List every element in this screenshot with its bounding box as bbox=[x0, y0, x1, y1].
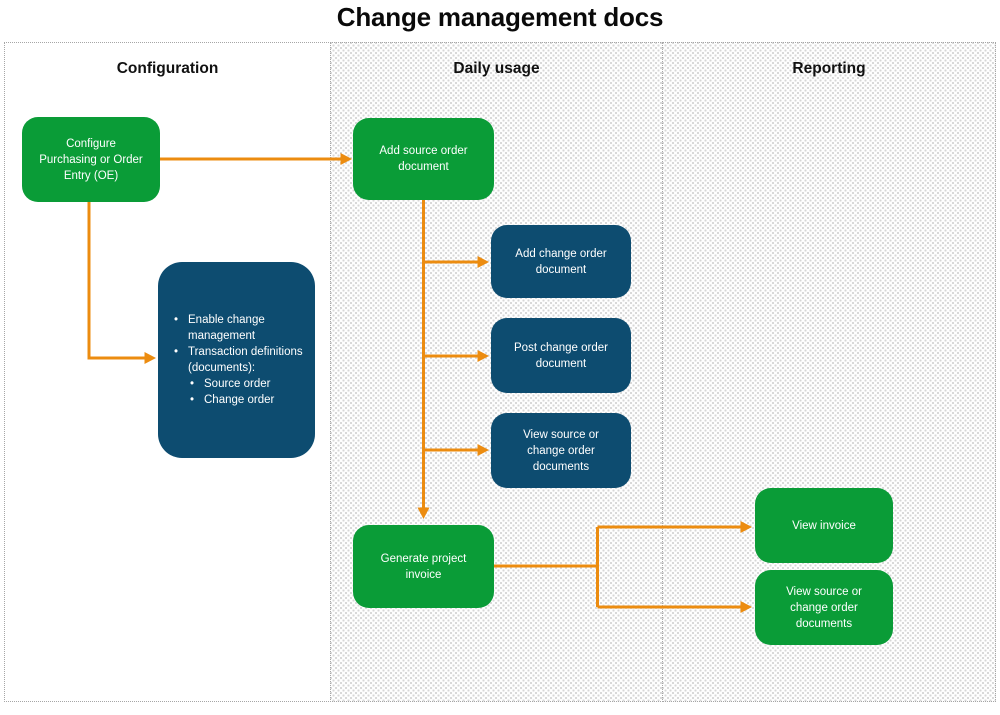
node-view-invoice: View invoice bbox=[755, 488, 893, 563]
node-label: Post change order document bbox=[514, 341, 608, 370]
node-configuration-details: • Enable change management • Transaction… bbox=[158, 262, 315, 458]
node-post-change-order: Post change order document bbox=[491, 318, 631, 393]
bullet-glyph: • bbox=[190, 378, 195, 390]
node-add-change-order: Add change order document bbox=[491, 225, 631, 298]
bullet-item: • Transaction definitions (documents): bbox=[174, 344, 305, 376]
lane-header-configuration: Configuration bbox=[116, 60, 219, 77]
bullet-list: • Enable change management • Transaction… bbox=[174, 312, 305, 408]
node-label: Add source order document bbox=[379, 145, 468, 173]
diagram-title: Change management docs bbox=[336, 2, 664, 32]
node-view-source-or-change-docs: View source or change order documents bbox=[491, 413, 631, 488]
bullet-text: Enable change management bbox=[188, 314, 265, 342]
lane-header-daily-usage: Daily usage bbox=[453, 60, 540, 77]
bullet-glyph: • bbox=[190, 394, 195, 406]
bullet-item: • Enable change management bbox=[174, 312, 305, 344]
bullet-item: • Source order bbox=[190, 376, 305, 392]
bullet-text: Change order bbox=[204, 394, 275, 406]
lane-reporting: Reporting bbox=[662, 42, 996, 702]
bullet-text: Source order bbox=[204, 378, 271, 390]
node-add-source-order: Add source order document bbox=[353, 118, 494, 200]
node-label: Configure Purchasing or Order Entry (OE) bbox=[39, 137, 143, 182]
bullet-text: Transaction definitions (documents): bbox=[188, 346, 303, 374]
lane-header-reporting: Reporting bbox=[792, 60, 866, 77]
bullet-item: • Change order bbox=[190, 392, 305, 408]
node-label: Add change order document bbox=[515, 247, 607, 276]
node-generate-project-invoice: Generate project invoice bbox=[353, 525, 494, 608]
bullet-glyph: • bbox=[174, 314, 179, 326]
node-label: Generate project invoice bbox=[380, 552, 467, 581]
bullet-glyph: • bbox=[174, 346, 179, 358]
node-configure-purchasing: Configure Purchasing or Order Entry (OE) bbox=[22, 117, 160, 202]
node-label: View source or change order documents bbox=[786, 585, 862, 630]
node-label: View invoice bbox=[792, 519, 856, 532]
node-view-source-or-change-docs-reporting: View source or change order documents bbox=[755, 570, 893, 645]
node-label: View source or change order documents bbox=[523, 428, 599, 473]
swimlanes: Configuration Daily usage Reporting bbox=[4, 42, 996, 702]
